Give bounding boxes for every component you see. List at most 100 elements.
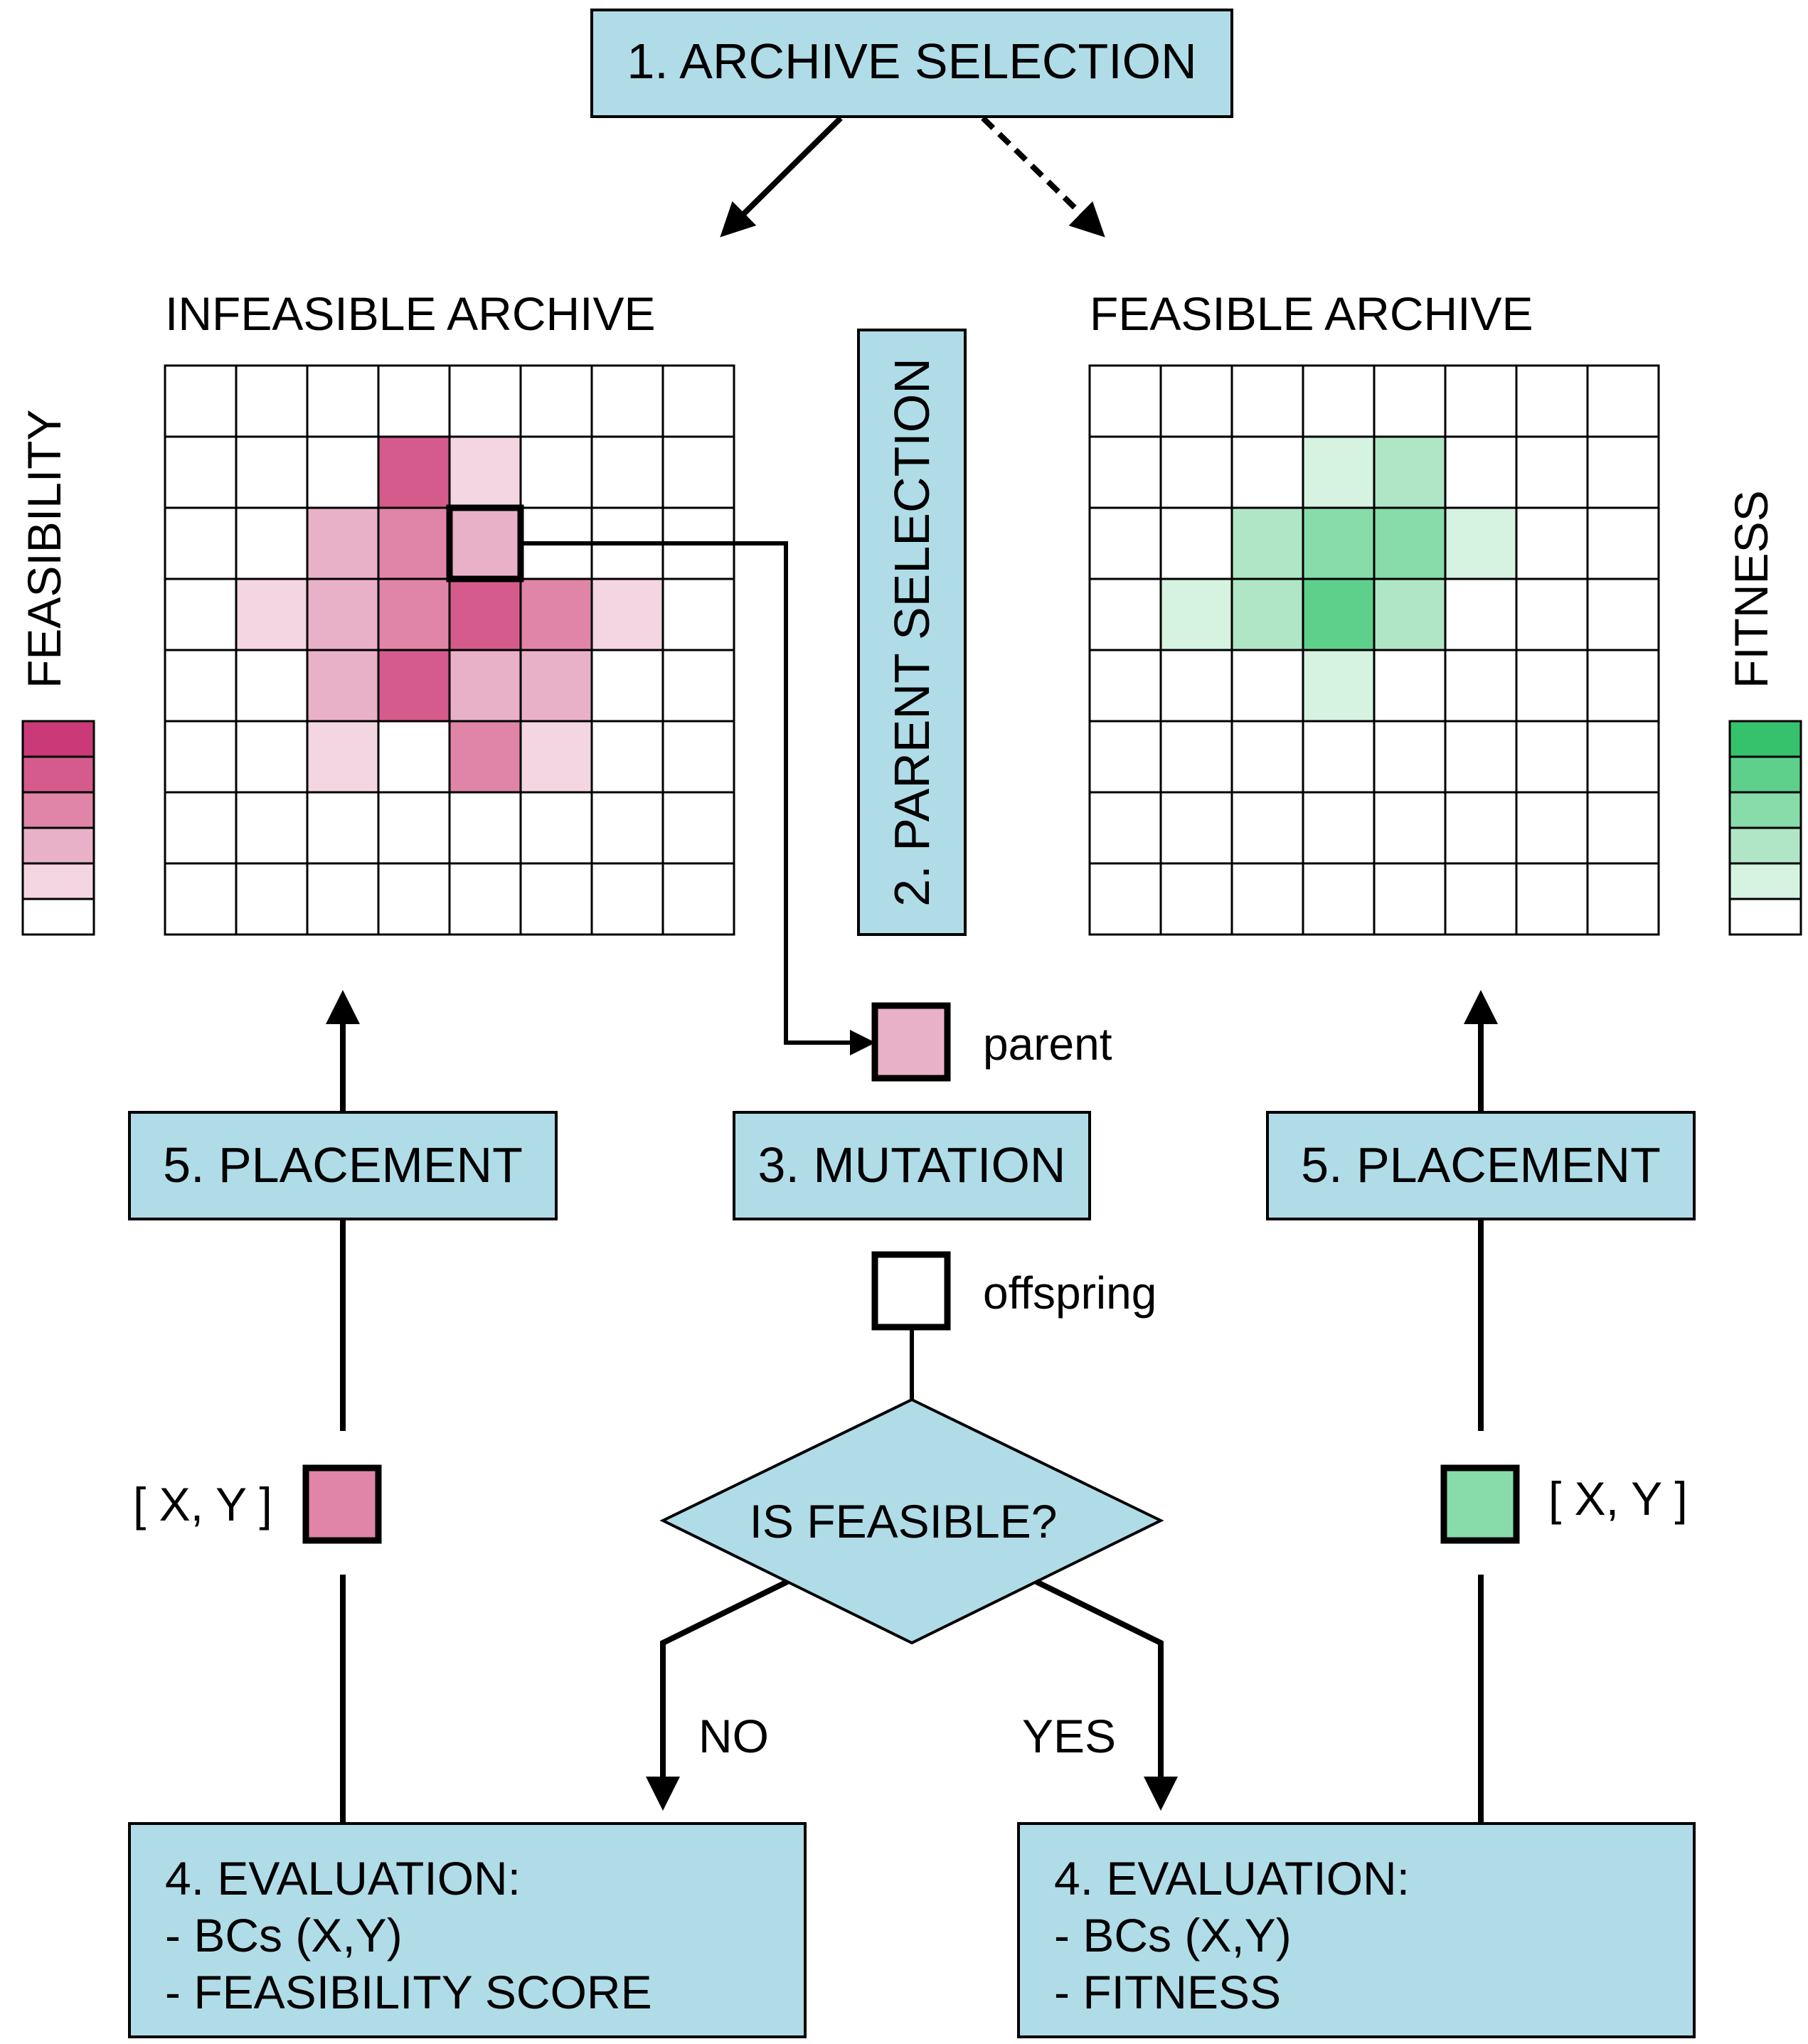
right-coords-label: [ X, Y ] <box>1548 1472 1688 1525</box>
evaluation-right-line1: - BCs (X,Y) <box>1054 1909 1292 1962</box>
no-branch-label: NO <box>698 1710 769 1762</box>
parent-selection-box: 2. PARENT SELECTION <box>857 329 967 936</box>
feasible-archive-cell <box>1444 791 1518 865</box>
infeasible-archive-cell <box>519 862 593 936</box>
infeasible-archive-cell <box>590 720 664 794</box>
infeasible-archive-cell <box>306 435 380 509</box>
feasible-archive-cell <box>1302 506 1376 580</box>
placement-left-label: 5. PLACEMENT <box>163 1137 523 1193</box>
infeasible-archive-cell <box>590 791 664 865</box>
feasible-archive-cell <box>1373 862 1447 936</box>
feasible-archive-cell <box>1088 720 1162 794</box>
infeasible-archive-cell <box>235 649 309 723</box>
feasible-archive-cell <box>1159 435 1233 509</box>
infeasible-archive-cell <box>377 435 451 509</box>
feasible-archive-cell <box>1586 577 1660 651</box>
feasible-archive-cell <box>1586 791 1660 865</box>
feasible-archive-cell <box>1302 862 1376 936</box>
feasible-archive-cell <box>1444 862 1518 936</box>
infeasible-archive-cell <box>519 577 593 651</box>
feasible-archive-cell <box>1515 577 1589 651</box>
evaluation-left-line1: - BCs (X,Y) <box>165 1909 403 1962</box>
infeasible-archive-cell <box>519 720 593 794</box>
infeasible-archive-cell <box>448 862 522 936</box>
infeasible-archive-cell <box>306 577 380 651</box>
fitness-legend-swatch <box>1728 826 1802 865</box>
infeasible-archive-cell <box>448 364 522 438</box>
feasible-archive-cell <box>1088 791 1162 865</box>
feasible-archive-cell <box>1586 649 1660 723</box>
feasible-archive-cell <box>1159 364 1233 438</box>
feasible-archive-cell <box>1373 364 1447 438</box>
feasible-archive-cell <box>1230 364 1304 438</box>
feasible-archive-cell <box>1373 506 1447 580</box>
infeasible-archive-cell <box>590 577 664 651</box>
infeasible-archive-cell <box>306 506 380 580</box>
infeasible-archive-cell <box>519 364 593 438</box>
placement-right-box: 5. PLACEMENT <box>1266 1111 1696 1220</box>
feasible-archive-cell <box>1159 791 1233 865</box>
fitness-legend-swatch <box>1728 755 1802 794</box>
infeasible-archive-cell <box>164 649 238 723</box>
feasible-archive-grid <box>1088 364 1660 936</box>
evaluation-right-title: 4. EVALUATION: <box>1054 1852 1410 1905</box>
feasibility-legend-swatch <box>21 826 95 865</box>
feasible-archive-cell <box>1088 862 1162 936</box>
dashed-arrow-to-feasible <box>981 116 1105 238</box>
offspring-square <box>871 1251 951 1331</box>
feasible-archive-cell <box>1444 720 1518 794</box>
feasibility-legend-swatch <box>21 755 95 794</box>
feasible-archive-cell <box>1515 862 1589 936</box>
infeasible-archive-cell <box>661 435 735 509</box>
infeasible-archive-cell <box>164 364 238 438</box>
infeasible-archive-cell <box>235 791 309 865</box>
feasible-archive-cell <box>1373 435 1447 509</box>
feasible-archive-cell <box>1302 435 1376 509</box>
feasible-archive-cell <box>1230 649 1304 723</box>
infeasible-archive-cell <box>235 435 309 509</box>
infeasible-archive-cell <box>164 720 238 794</box>
archive-selection-label: 1. ARCHIVE SELECTION <box>627 33 1196 89</box>
infeasible-archive-cell <box>661 720 735 794</box>
feasible-archive-cell <box>1515 364 1589 438</box>
feasible-archive-title: FEASIBLE ARCHIVE <box>1090 287 1533 340</box>
fitness-legend-swatch <box>1728 862 1802 900</box>
feasible-archive-cell <box>1586 364 1660 438</box>
placement-right-label: 5. PLACEMENT <box>1301 1137 1661 1193</box>
infeasible-archive-cell <box>377 506 451 580</box>
evaluation-right-line2: - FITNESS <box>1054 1966 1281 2018</box>
infeasible-archive-cell <box>448 720 522 794</box>
feasible-archive-cell <box>1159 862 1233 936</box>
mutation-label: 3. MUTATION <box>758 1137 1066 1193</box>
infeasible-archive-cell <box>377 577 451 651</box>
feasible-archive-cell <box>1586 862 1660 936</box>
evaluation-left-title: 4. EVALUATION: <box>165 1852 521 1905</box>
infeasible-archive-cell <box>448 649 522 723</box>
infeasible-archive-cell <box>377 720 451 794</box>
feasible-archive-cell <box>1302 720 1376 794</box>
arrow-to-infeasible <box>720 116 843 238</box>
infeasible-archive-cell <box>590 364 664 438</box>
no-branch-arrow <box>646 1579 789 1811</box>
feasible-archive-cell <box>1159 720 1233 794</box>
fitness-legend-swatch <box>1728 791 1802 829</box>
evaluation-left-line2: - FEASIBILITY SCORE <box>165 1966 652 2018</box>
feasible-archive-cell <box>1230 862 1304 936</box>
selected-parent-cell <box>446 504 524 582</box>
infeasible-archive-cell <box>377 791 451 865</box>
infeasible-archive-cell <box>377 364 451 438</box>
feasible-archive-cell <box>1088 506 1162 580</box>
fitness-color-legend <box>1728 720 1802 936</box>
infeasible-archive-cell <box>164 577 238 651</box>
yes-branch-label: YES <box>1022 1710 1116 1762</box>
feasible-archive-cell <box>1586 435 1660 509</box>
fitness-scale-label: FITNESS <box>1725 490 1777 688</box>
feasible-archive-cell <box>1586 720 1660 794</box>
infeasible-archive-cell <box>306 862 380 936</box>
feasible-archive-cell <box>1230 577 1304 651</box>
infeasible-archive-cell <box>164 435 238 509</box>
infeasible-archive-grid <box>164 364 735 936</box>
infeasible-archive-cell <box>306 649 380 723</box>
feasible-archive-cell <box>1515 649 1589 723</box>
feasible-archive-cell <box>1302 577 1376 651</box>
